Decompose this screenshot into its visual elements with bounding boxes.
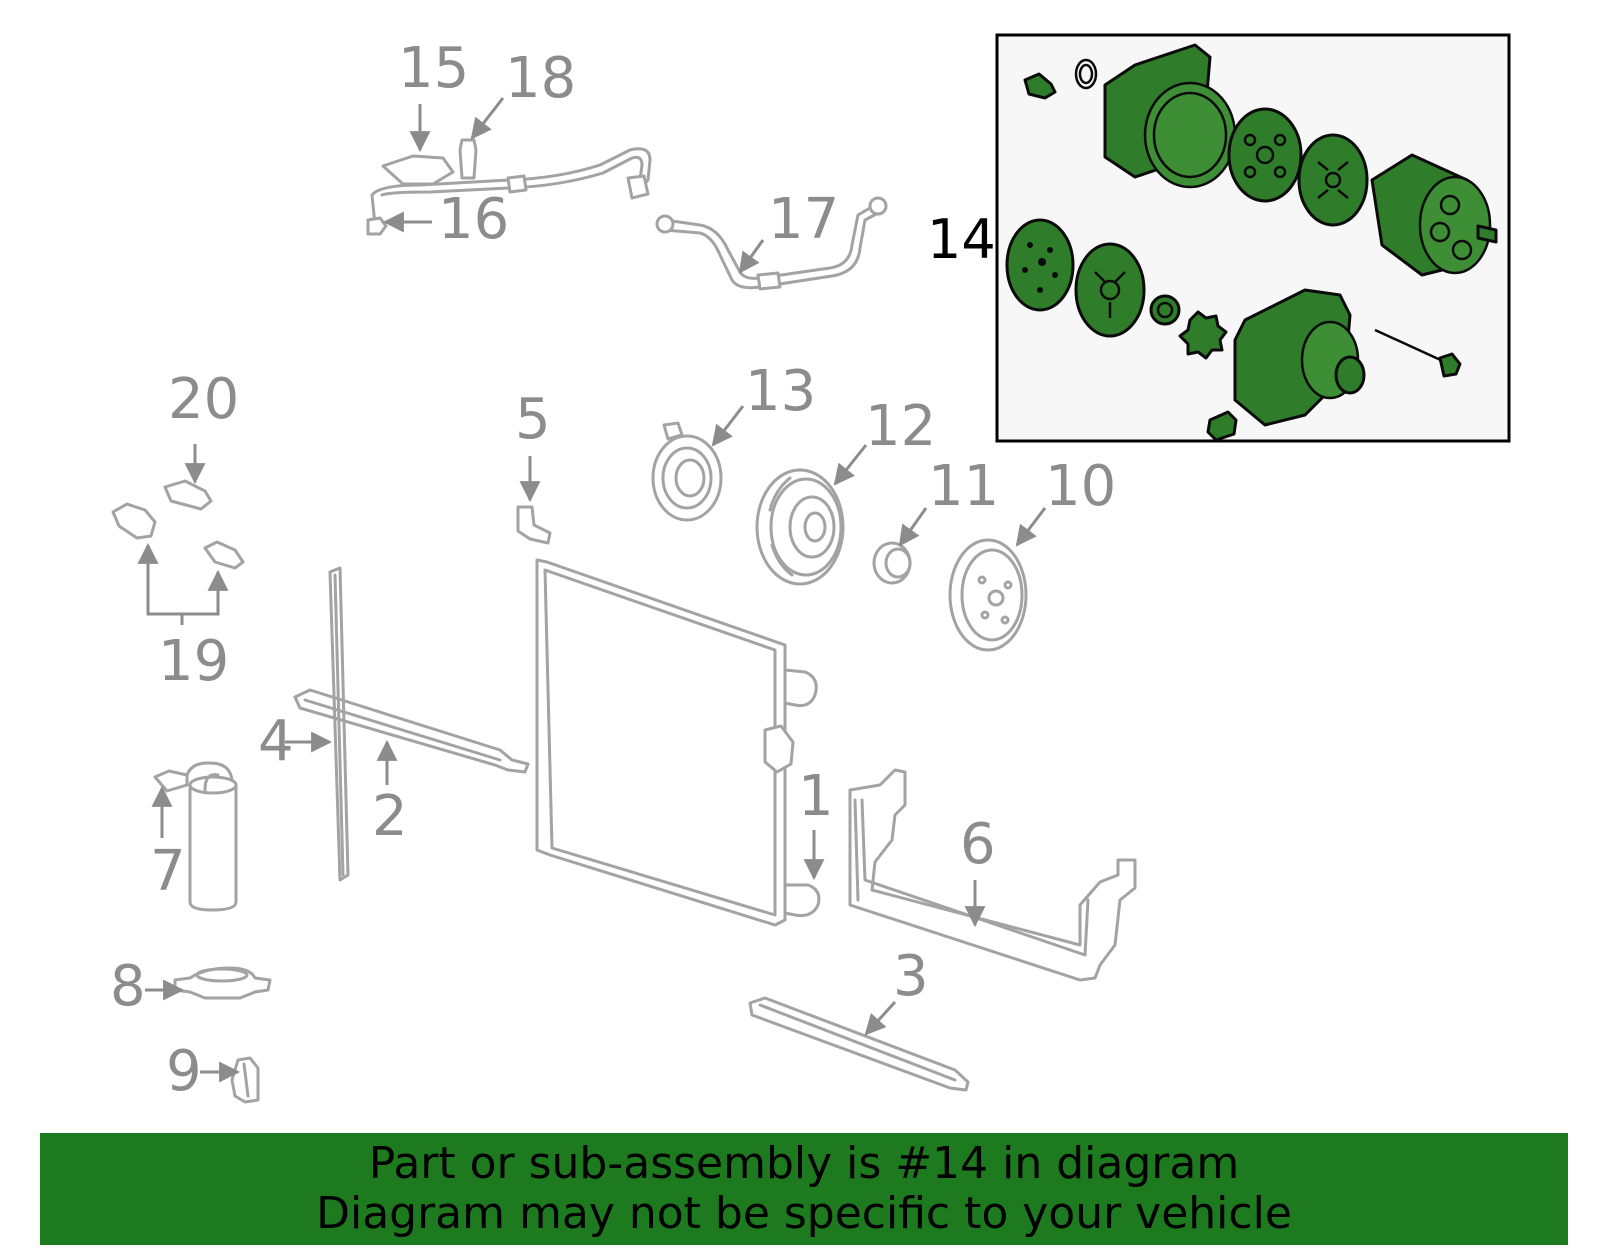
compressor-front-housing xyxy=(1206,288,1366,442)
label-16: 16 xyxy=(438,187,509,252)
compressor-front-plate xyxy=(1005,218,1075,312)
condenser xyxy=(535,558,821,927)
compressor-fitting xyxy=(1023,58,1098,100)
compressor-valve-plate xyxy=(1227,107,1303,203)
label-12: 12 xyxy=(865,394,936,459)
clutch-bearing xyxy=(872,541,912,585)
label-13: 13 xyxy=(745,359,816,424)
label-2: 2 xyxy=(372,784,408,849)
clutch-coil xyxy=(651,421,723,522)
label-6: 6 xyxy=(960,812,996,877)
liquid-line xyxy=(655,196,888,291)
clutch-hub xyxy=(948,538,1028,652)
side-seal xyxy=(328,566,350,882)
label-17: 17 xyxy=(768,187,839,252)
banner-line-2: Diagram may not be specific to your vehi… xyxy=(316,1188,1292,1239)
label-19: 19 xyxy=(158,629,229,694)
compressor-seal xyxy=(1149,294,1228,360)
label-10: 10 xyxy=(1045,454,1116,519)
label-7: 7 xyxy=(150,839,186,904)
label-9: 9 xyxy=(166,1039,202,1104)
label-3: 3 xyxy=(893,944,929,1009)
suction-hose xyxy=(366,138,652,236)
clutch-pulley xyxy=(755,468,845,586)
label-8: 8 xyxy=(110,954,146,1019)
compressor-gasket-plate xyxy=(1297,133,1369,227)
lower-seal xyxy=(748,996,970,1092)
label-14: 14 xyxy=(927,208,996,271)
compressor-inset xyxy=(995,33,1511,443)
upper-seal xyxy=(293,688,530,774)
compressor-suction-plate xyxy=(1074,242,1146,338)
clip xyxy=(230,1056,260,1104)
label-15: 15 xyxy=(398,36,469,101)
label-20: 20 xyxy=(168,367,239,432)
label-11: 11 xyxy=(928,454,999,519)
dryer-bracket xyxy=(173,966,272,1000)
banner-line-1: Part or sub-assembly is #14 in diagram xyxy=(368,1138,1240,1189)
compressor-through-bolt xyxy=(1374,328,1462,378)
label-5: 5 xyxy=(515,387,551,452)
label-18: 18 xyxy=(505,46,576,111)
pressure-switches xyxy=(111,479,245,570)
compressor-cylinder-block xyxy=(1370,153,1498,277)
bracket xyxy=(516,505,552,545)
info-banner: Part or sub-assembly is #14 in diagram D… xyxy=(40,1133,1568,1245)
label-1: 1 xyxy=(798,764,834,829)
